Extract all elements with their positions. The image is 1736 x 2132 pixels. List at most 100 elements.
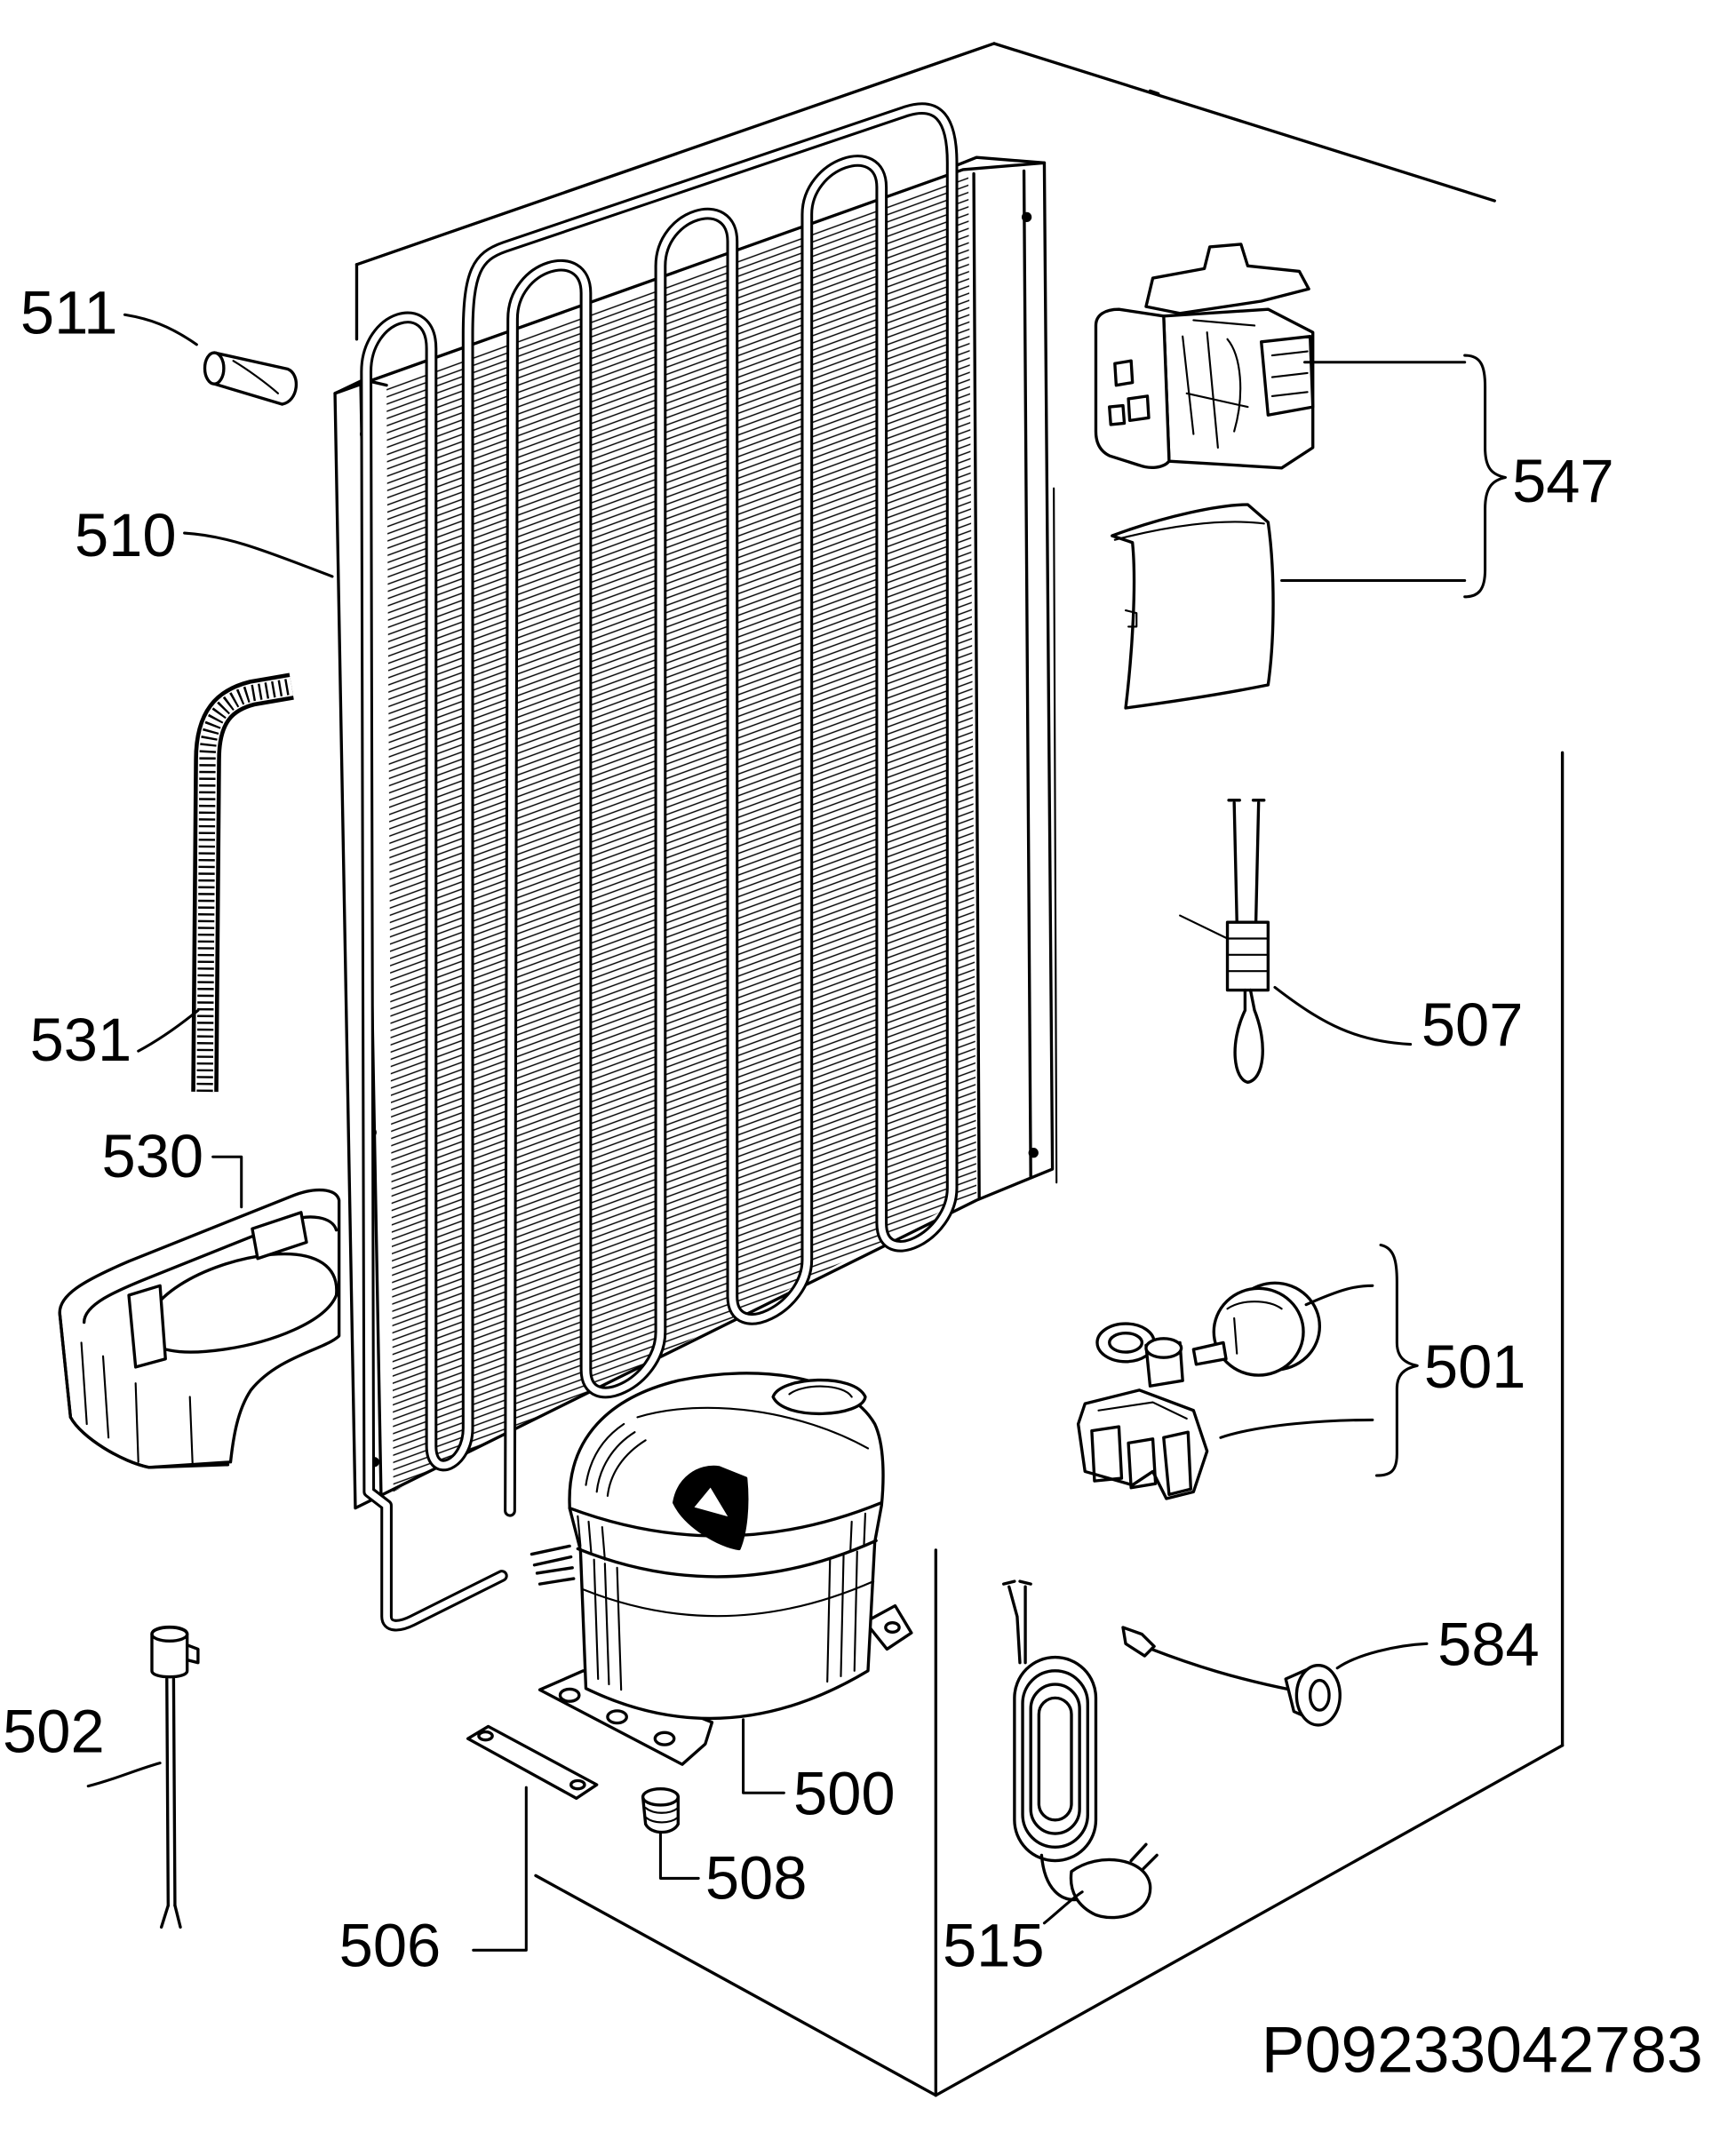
grommet-top xyxy=(641,1786,680,1807)
condenser-right-flange-inner xyxy=(972,171,981,1201)
condenser-right-flange-top xyxy=(954,155,1047,168)
plug-prongs xyxy=(1129,1842,1159,1871)
tray-front-wall xyxy=(58,1311,230,1469)
fuse-ridges xyxy=(1226,937,1270,973)
base-hole xyxy=(884,1620,901,1635)
callout-510: 510 xyxy=(75,501,177,569)
fuse-probe xyxy=(1179,914,1229,940)
compressor-shading xyxy=(577,1422,867,1691)
lead-connector xyxy=(1121,1626,1156,1658)
bracket-part xyxy=(466,1724,599,1801)
compressor-pipe-upper xyxy=(530,1544,573,1567)
cabinet-inner-corner xyxy=(1053,487,1058,1184)
compressor-pipe-lower xyxy=(535,1566,576,1586)
cord-coil xyxy=(1029,1683,1081,1835)
leader-531 xyxy=(137,1008,200,1053)
grommet-body xyxy=(641,1795,680,1834)
compressor-top-cap xyxy=(771,1378,867,1416)
brace-501 xyxy=(1374,1243,1419,1477)
cord-coil xyxy=(1021,1669,1089,1849)
leader-lines xyxy=(86,313,1508,1952)
leader-501-upper xyxy=(1304,1284,1374,1307)
compressor-part xyxy=(538,1372,913,1766)
callout-506: 506 xyxy=(339,1912,442,1980)
base-hole xyxy=(653,1730,676,1746)
callout-511: 511 xyxy=(20,279,118,347)
leader-511 xyxy=(123,313,198,346)
cord-coil xyxy=(1037,1696,1073,1822)
hose-corrugation xyxy=(196,678,293,1093)
thermostat-slots xyxy=(1108,359,1151,426)
thermostat-cover xyxy=(1111,503,1275,710)
callout-530: 530 xyxy=(101,1122,203,1190)
starter-relay-part xyxy=(1076,1281,1322,1500)
callout-labels: 511 510 531 530 502 506 508 500 515 584 … xyxy=(3,279,1703,2087)
relay-clamp-hole xyxy=(1108,1332,1144,1354)
leader-530 xyxy=(211,1155,243,1209)
thermostat-mechanism xyxy=(1144,243,1310,315)
callout-501: 501 xyxy=(1424,1332,1526,1401)
callout-515: 515 xyxy=(943,1912,1045,1980)
thermostat-cover-edge xyxy=(1113,521,1265,628)
sensor-clip xyxy=(185,1643,200,1665)
thermostat-housing-left xyxy=(1094,307,1171,469)
power-plug xyxy=(1069,1858,1152,1920)
base-hole xyxy=(606,1709,628,1725)
base-hole xyxy=(558,1687,581,1703)
compressor-dome-face xyxy=(636,1406,870,1450)
condenser-part xyxy=(333,102,1055,1632)
cabinet-bottom-right-edge xyxy=(934,1744,1565,2097)
fuse-wires xyxy=(1227,799,1266,924)
tube-sleeve-part xyxy=(203,351,299,406)
thermostat-knob-lines xyxy=(1270,350,1309,397)
relay-teeth xyxy=(1090,1425,1193,1497)
leader-500 xyxy=(742,1718,785,1794)
grommet-ridges xyxy=(644,1806,680,1824)
flange-hole xyxy=(1021,211,1032,223)
drawing-code: P09233042783 xyxy=(1262,2014,1703,2087)
cabinet-outline xyxy=(354,42,1565,2097)
thermostat-part xyxy=(1094,243,1315,710)
drain-hose-part xyxy=(191,672,294,1093)
lead-ring xyxy=(1294,1664,1342,1727)
leader-508 xyxy=(658,1832,700,1880)
serpentine-tube-inner xyxy=(362,105,956,1629)
bracket-hole xyxy=(477,1730,494,1742)
callout-547: 547 xyxy=(1512,447,1614,515)
leader-510 xyxy=(183,531,334,578)
fuse-loop xyxy=(1233,988,1264,1084)
leader-584 xyxy=(1335,1642,1429,1670)
sensor-part xyxy=(150,1625,200,1929)
sensor-head xyxy=(150,1625,189,1679)
callout-500: 500 xyxy=(793,1760,896,1828)
bracket-strip xyxy=(466,1724,599,1801)
leader-502 xyxy=(86,1762,162,1788)
tray-wall-lines xyxy=(80,1341,194,1466)
compressor-band-bottom xyxy=(576,1539,878,1579)
protector-detail xyxy=(1226,1301,1283,1355)
relay-socket-end xyxy=(1144,1337,1183,1359)
cabinet-top-right-edge xyxy=(992,42,1496,203)
condenser-right-flange-mid xyxy=(1022,169,1032,1179)
callout-507: 507 xyxy=(1421,990,1524,1059)
compressor-top-cap-inner xyxy=(788,1385,853,1398)
sleeve-end xyxy=(203,351,226,386)
callout-508: 508 xyxy=(705,1843,808,1912)
thermostat-internals xyxy=(1182,319,1256,449)
relay-top-detail xyxy=(1097,1401,1188,1420)
connector-lead-part xyxy=(1121,1626,1342,1727)
hose-outline xyxy=(191,672,294,1093)
drip-tray-part xyxy=(58,1188,341,1469)
thermal-fuse-part xyxy=(1179,799,1270,1084)
compressor-lower-ring xyxy=(582,1580,875,1618)
tray-inner-rim xyxy=(82,1215,338,1325)
fuse-body xyxy=(1225,920,1270,992)
flange-hole xyxy=(1028,1148,1039,1158)
relay-block xyxy=(1076,1388,1209,1500)
sleeve-body xyxy=(212,351,299,406)
compressor-terminal-opening xyxy=(689,1484,733,1521)
callout-584: 584 xyxy=(1437,1611,1540,1679)
leader-506 xyxy=(472,1786,528,1952)
bracket-hole xyxy=(569,1778,586,1791)
